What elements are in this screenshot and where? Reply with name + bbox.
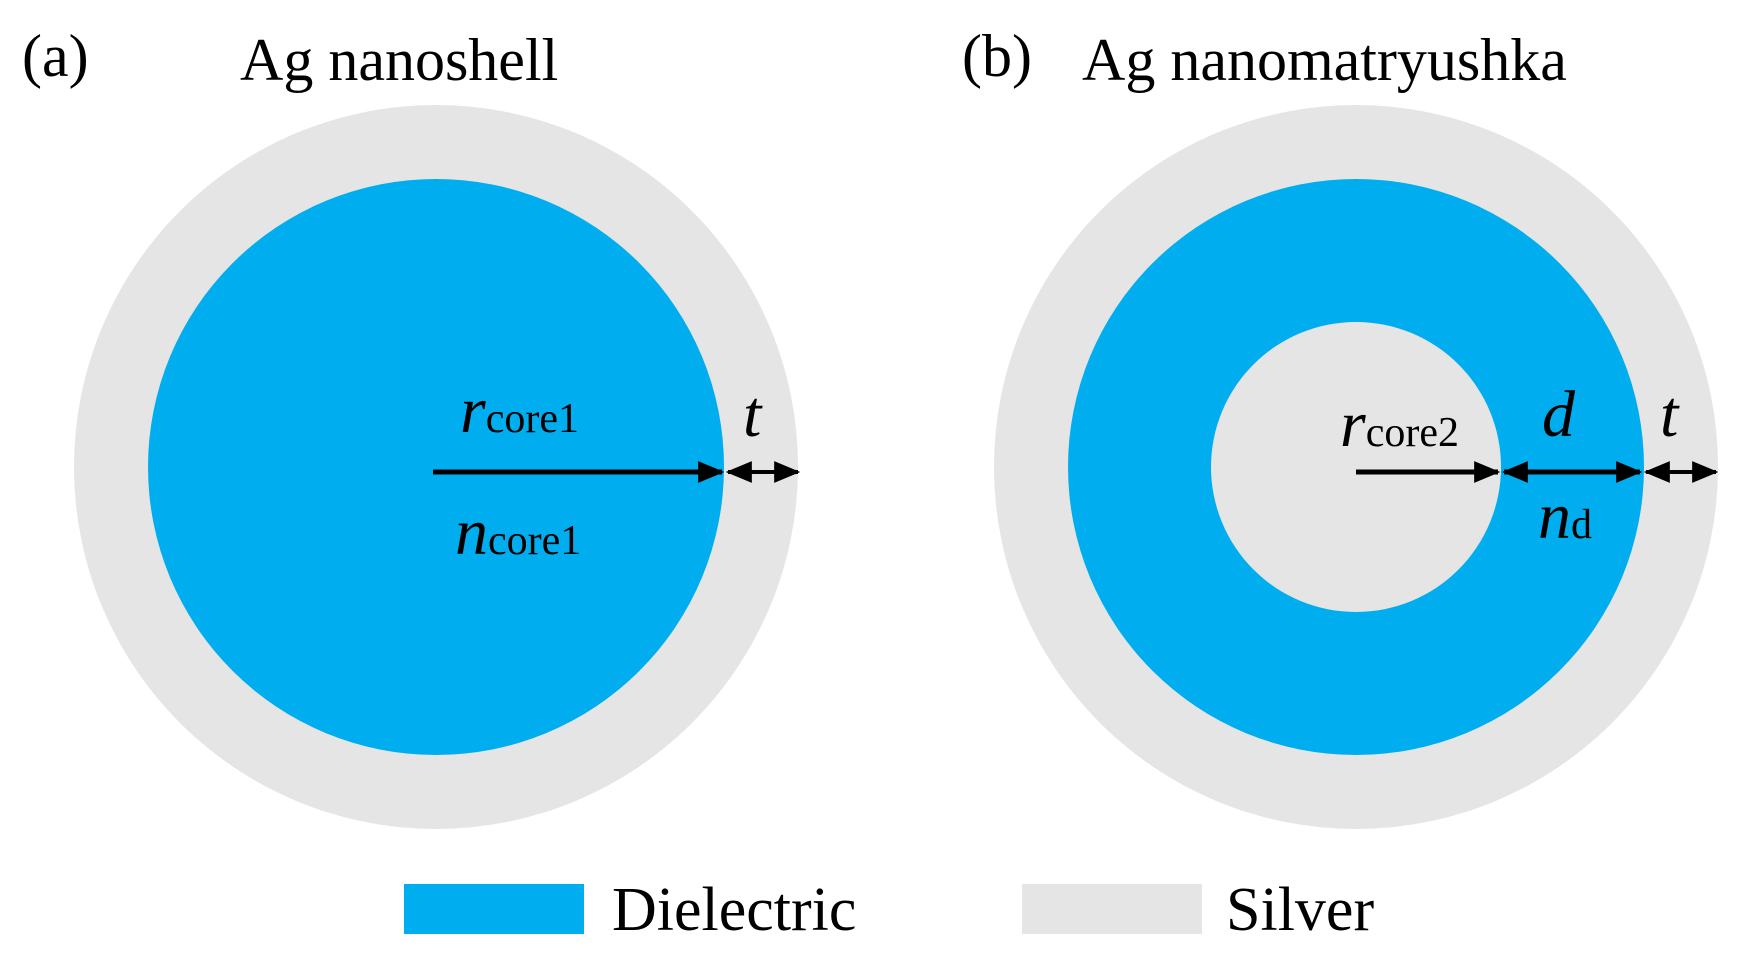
panel-a-index-label: ncore1 bbox=[455, 496, 581, 569]
panel-a-title: Ag nanoshell bbox=[240, 27, 558, 93]
legend-swatch-silver bbox=[1022, 884, 1202, 934]
panel-a-letter: (a) bbox=[22, 23, 89, 89]
panel-a-radius-label: rcore1 bbox=[460, 374, 579, 447]
panel-b-spacer-label: d bbox=[1542, 378, 1576, 451]
legend-swatch-dielectric bbox=[404, 884, 584, 934]
legend: Dielectric Silver bbox=[404, 876, 1374, 944]
legend-label-silver: Silver bbox=[1226, 876, 1374, 944]
panel-b-thickness-label: t bbox=[1660, 378, 1680, 451]
legend-label-dielectric: Dielectric bbox=[612, 876, 856, 944]
panel-b-title: Ag nanomatryushka bbox=[1082, 27, 1567, 93]
panel-b-index-label: nd bbox=[1538, 480, 1592, 553]
panel-a-thickness-label: t bbox=[743, 378, 763, 451]
panel-b-letter: (b) bbox=[962, 23, 1032, 89]
panel-a-dielectric-core bbox=[148, 179, 724, 755]
panel-b-radius-label: rcore2 bbox=[1340, 388, 1459, 461]
panel-b-silver-core bbox=[1211, 322, 1501, 612]
panel-a: (a) Ag nanoshell rcore1 ncore1 t bbox=[22, 23, 801, 829]
panel-b: (b) Ag nanomatryushka rcore2 d nd t bbox=[962, 23, 1719, 829]
